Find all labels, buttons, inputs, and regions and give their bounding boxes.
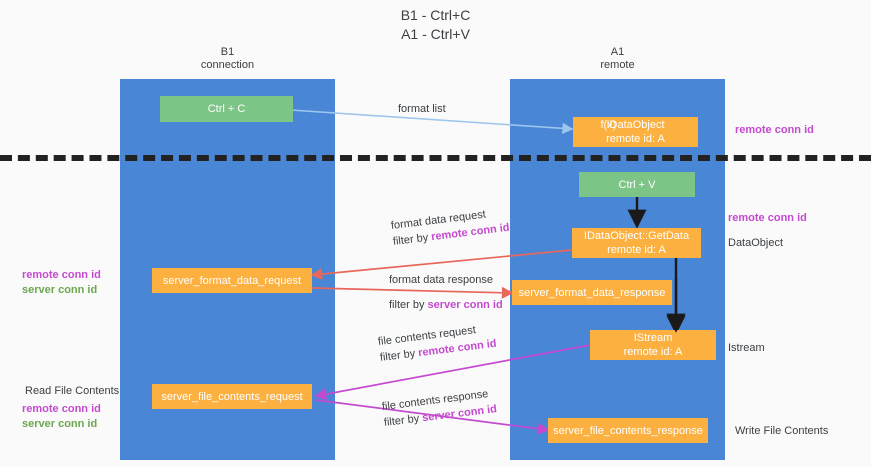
- node-server-file-contents-request[interactable]: server_file_contents_request: [152, 384, 312, 409]
- side-label-istream: Istream: [728, 341, 765, 356]
- side-label-dataobject: DataObject: [728, 236, 783, 251]
- node-server-format-data-response[interactable]: server_format_data_response: [512, 280, 672, 305]
- node-idataobject-ghost: f(x): [600, 119, 617, 131]
- wire-label-format-data-response: format data response filter by server co…: [389, 272, 503, 313]
- side-label-remote-conn-id-top-text: remote conn id: [735, 124, 814, 136]
- wire-label-format-data-response-filter: filter by server conn id: [389, 297, 503, 313]
- node-ctrl-c[interactable]: Ctrl + C: [160, 96, 293, 122]
- node-getdata-sub: remote id: A: [607, 244, 666, 256]
- lane-a1-subtitle: remote: [600, 59, 635, 71]
- filter-prefix: filter by: [389, 299, 428, 311]
- node-ctrl-c-label: Ctrl + C: [207, 103, 246, 115]
- wire-label-format-list-text: format list: [398, 103, 446, 115]
- node-server-format-data-response-label: server_format_data_response: [518, 286, 666, 299]
- node-idataobject-sub: remote id: A: [606, 133, 665, 145]
- connector-file-contents-response: [315, 399, 550, 435]
- side-label-remote-conn-id-top: remote conn id: [735, 123, 814, 138]
- node-istream[interactable]: IStream remote id: A: [590, 330, 716, 360]
- side-label-conn-ids-mid: remote conn id server conn id: [22, 268, 101, 298]
- connector-file-contents-request: [314, 344, 591, 400]
- side-label-write-file-contents: Write File Contents: [735, 424, 828, 439]
- lane-b1-title: B1: [220, 46, 235, 58]
- lane-a1-title: A1: [610, 46, 625, 58]
- node-server-file-contents-response-label: server_file_contents_response: [553, 424, 703, 437]
- side-label-read-file-contents: Read File Contents: [25, 384, 119, 399]
- side-label-istream-text: Istream: [728, 342, 765, 354]
- phase-divider: [0, 155, 871, 161]
- node-server-file-contents-response[interactable]: server_file_contents_response: [548, 418, 708, 443]
- node-idataobject-label-wrap: f(x) IDataObject: [600, 118, 665, 132]
- wire-label-format-data-response-text: format data response: [389, 274, 493, 286]
- node-server-format-data-request-label: server_format_data_request: [162, 274, 302, 287]
- node-server-format-data-request[interactable]: server_format_data_request: [152, 268, 312, 293]
- lane-header-a1: A1 remote: [510, 46, 725, 72]
- connector-format-data-request: [310, 249, 573, 280]
- wire-label-format-list: format list: [398, 101, 446, 117]
- connector-format-data-response: [311, 286, 514, 299]
- side-label-remote-conn-id-left: remote conn id: [22, 269, 101, 281]
- lane-b1-subtitle: connection: [200, 59, 255, 71]
- side-label-remote-conn-id-left-bottom: remote conn id: [22, 403, 101, 415]
- node-idataobject-getdata[interactable]: IDataObject::GetData remote id: A: [572, 228, 701, 258]
- node-idataobject[interactable]: f(x) IDataObject remote id: A: [573, 117, 698, 147]
- side-label-server-conn-id-left: server conn id: [22, 284, 98, 296]
- node-ctrl-v-label: Ctrl + V: [618, 178, 656, 191]
- node-getdata-label: IDataObject::GetData: [583, 230, 690, 242]
- diagram-title-line-1: B1 - Ctrl+C: [400, 7, 471, 23]
- filter-key-server-conn-id: server conn id: [427, 299, 503, 311]
- diagram-title: B1 - Ctrl+C A1 - Ctrl+V: [0, 6, 871, 44]
- side-label-write-file-contents-text: Write File Contents: [735, 425, 829, 437]
- lane-header-b1: B1 connection: [120, 46, 335, 72]
- side-label-read-file-contents-text: Read File Contents: [25, 385, 120, 397]
- node-ctrl-v[interactable]: Ctrl + V: [579, 172, 695, 197]
- node-istream-label: IStream: [633, 332, 673, 344]
- diagram-title-line-2: A1 - Ctrl+V: [401, 26, 470, 42]
- side-label-server-conn-id-left-bottom: server conn id: [22, 418, 98, 430]
- side-label-dataobject-text: DataObject: [728, 237, 784, 249]
- node-idataobject-label: IDataObject: [606, 119, 665, 131]
- node-server-file-contents-request-label: server_file_contents_request: [161, 390, 303, 403]
- node-istream-sub: remote id: A: [623, 346, 683, 358]
- side-label-remote-conn-id-mid-text: remote conn id: [728, 212, 807, 224]
- connector-format-list: [275, 108, 574, 134]
- side-label-remote-conn-id-mid: remote conn id: [728, 211, 807, 226]
- side-label-conn-ids-bottom: remote conn id server conn id: [22, 402, 101, 432]
